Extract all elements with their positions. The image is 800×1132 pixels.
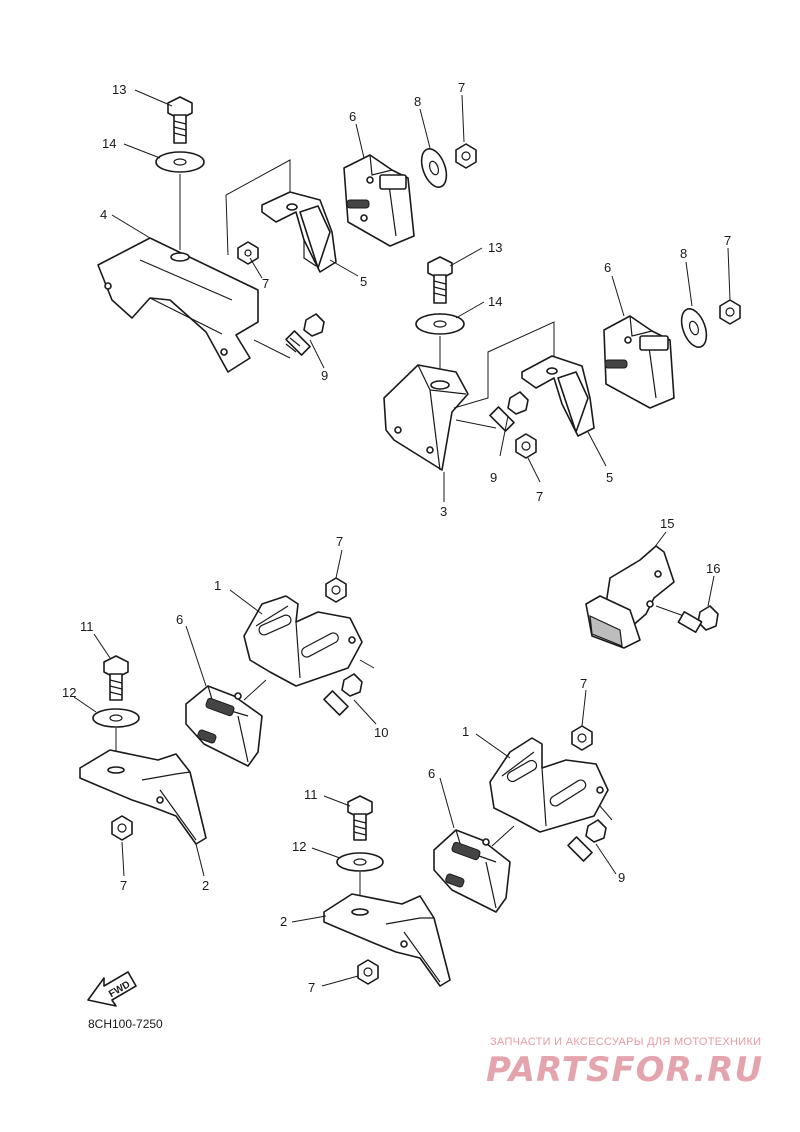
callout-9: 9: [321, 368, 328, 383]
callout-2: 2: [202, 878, 209, 893]
bolt-10: [323, 673, 363, 716]
callout-7: 7: [336, 534, 343, 549]
callout-5: 5: [360, 274, 367, 289]
washer-12-lower-right: [336, 852, 384, 872]
nut-7-upper-left-lower: [237, 241, 259, 265]
bolt-13-upper-left: [167, 96, 193, 144]
washer-8-upper-right: [680, 308, 708, 348]
mount-bracket-5-lower: [521, 355, 595, 437]
callout-7: 7: [458, 80, 465, 95]
callout-12: 12: [62, 685, 76, 700]
callout-8: 8: [680, 246, 687, 261]
forward-direction-arrow: FWD: [87, 971, 137, 1007]
bolt-11-lower-right: [347, 795, 373, 841]
bracket-1-lower-left: [243, 595, 363, 687]
callout-3: 3: [440, 504, 447, 519]
callout-8: 8: [414, 94, 421, 109]
callout-7: 7: [580, 676, 587, 691]
callout-7: 7: [262, 276, 269, 291]
washer-14-upper-right: [415, 313, 465, 335]
callout-6: 6: [176, 612, 183, 627]
callout-5: 5: [606, 470, 613, 485]
callout-13: 13: [488, 240, 502, 255]
callout-1: 1: [214, 578, 221, 593]
damper-6-upper-left: [343, 154, 415, 247]
callout-14: 14: [488, 294, 502, 309]
bracket-2-lower-left: [79, 749, 207, 845]
assembly-upper-right: 13 14 6 8 7 9 7 5 3: [383, 233, 741, 519]
callout-16: 16: [706, 561, 720, 576]
assembly-upper-left: 13 14 4 6 8 7 7 5 9: [97, 80, 477, 383]
callout-9: 9: [618, 870, 625, 885]
callout-15: 15: [660, 516, 674, 531]
callout-2: 2: [280, 914, 287, 929]
nut-7-lower-left-bottom: [111, 815, 133, 841]
damper-6-lower-left: [185, 685, 263, 767]
damper-6-upper-right: [603, 315, 675, 409]
washer-8-upper-left: [420, 148, 448, 188]
callout-11: 11: [80, 619, 94, 634]
nut-7-upper-right: [719, 299, 741, 325]
callout-12: 12: [292, 839, 306, 854]
bolt-9-upper-left: [285, 313, 325, 356]
callout-6: 6: [349, 109, 356, 124]
nut-7-upper-right-lower: [515, 433, 537, 459]
watermark-logo: PARTSFOR.RU: [486, 1050, 764, 1090]
callout-7: 7: [308, 980, 315, 995]
bolt-11-lower-left: [103, 655, 129, 701]
callout-6: 6: [428, 766, 435, 781]
callout-7: 7: [120, 878, 127, 893]
callout-4: 4: [100, 207, 107, 222]
bracket-15: [585, 545, 675, 649]
callout-7: 7: [724, 233, 731, 248]
bracket-4: [97, 237, 259, 373]
mount-bracket-5-upper: [261, 191, 337, 273]
watermark-caption: ЗАПЧАСТИ И АКСЕССУАРЫ ДЛЯ МОТОТЕХНИКИ: [490, 1036, 762, 1048]
assembly-lower-right: 7 1 6 11 12 9 2 7: [280, 676, 625, 995]
callout-13: 13: [112, 82, 126, 97]
assembly-lower-left: 7 1 6 11 12 10 7 2: [62, 534, 388, 893]
callout-7: 7: [536, 489, 543, 504]
washer-14-upper-left: [155, 151, 205, 173]
diagram-code: 8CH100-7250: [88, 1017, 163, 1031]
washer-12-lower-left: [92, 708, 140, 728]
damper-6-lower-right: [433, 829, 511, 913]
nut-7-upper-left: [455, 143, 477, 169]
callout-10: 10: [374, 725, 388, 740]
bolt-13-upper-right: [427, 256, 453, 304]
bracket-1-lower-right: [489, 737, 609, 833]
callout-1: 1: [462, 724, 469, 739]
bolt-16: [677, 605, 719, 633]
bracket-3: [383, 364, 469, 471]
callout-6: 6: [604, 260, 611, 275]
bolt-9-upper-right: [489, 391, 529, 432]
callout-14: 14: [102, 136, 116, 151]
nut-7-lower-right-bottom: [357, 959, 379, 985]
nut-7-lower-right-top: [571, 725, 593, 751]
assembly-part-15: 15 16: [585, 516, 720, 649]
bracket-2-lower-right: [323, 893, 451, 987]
callout-9: 9: [490, 470, 497, 485]
bolt-9-lower-right: [567, 819, 607, 862]
callout-11: 11: [304, 787, 318, 802]
nut-7-lower-left-top: [325, 577, 347, 603]
